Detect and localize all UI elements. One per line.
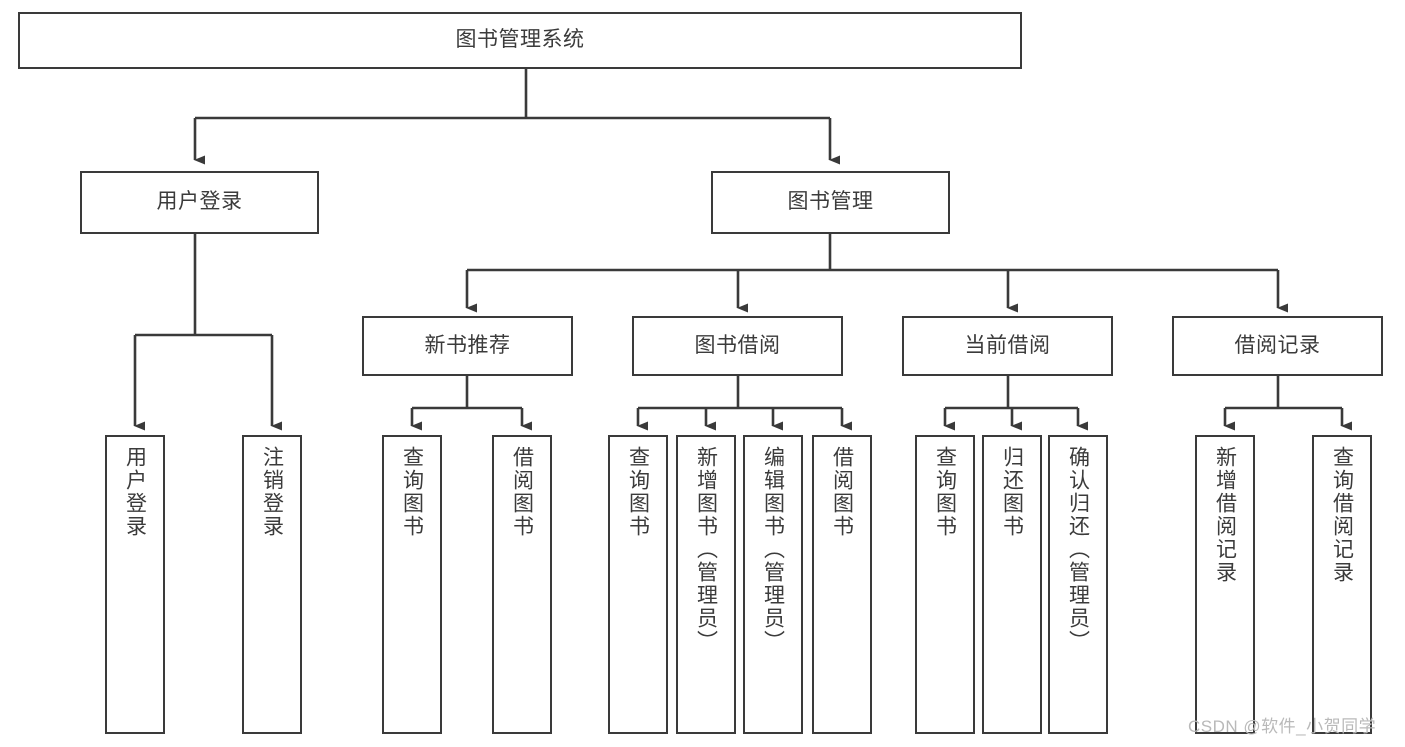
leaf-borrow-borrow-book[interactable]: 借阅图书 [812, 435, 872, 734]
leaf-current-confirm-return[interactable]: 确认归还（管理员） [1048, 435, 1108, 734]
leaf-borrow-query-label: 查询图书 [626, 446, 650, 538]
leaf-record-add[interactable]: 新增借阅记录 [1195, 435, 1255, 734]
leaf-user-login-login-label: 用户登录 [123, 446, 147, 538]
leaf-record-add-label: 新增借阅记录 [1213, 446, 1237, 584]
node-current-borrow[interactable]: 当前借阅 [902, 316, 1113, 376]
node-root-system[interactable]: 图书管理系统 [18, 12, 1022, 69]
leaf-record-query-label: 查询借阅记录 [1330, 446, 1354, 584]
leaf-record-query[interactable]: 查询借阅记录 [1312, 435, 1372, 734]
node-new-book-recommend-label: 新书推荐 [424, 333, 511, 357]
leaf-newbook-query-label: 查询图书 [400, 446, 424, 538]
node-root-system-label: 图书管理系统 [455, 28, 585, 52]
leaf-user-login-logout[interactable]: 注销登录 [242, 435, 302, 734]
leaf-current-query[interactable]: 查询图书 [915, 435, 975, 734]
node-borrow-record-label: 借阅记录 [1234, 333, 1321, 357]
leaf-newbook-borrow-label: 借阅图书 [510, 446, 534, 538]
leaf-current-confirm-return-label: 确认归还（管理员） [1066, 446, 1090, 653]
node-new-book-recommend[interactable]: 新书推荐 [362, 316, 573, 376]
node-book-management[interactable]: 图书管理 [711, 171, 950, 234]
leaf-borrow-borrow-book-label: 借阅图书 [830, 446, 854, 538]
leaf-current-return[interactable]: 归还图书 [982, 435, 1042, 734]
node-book-borrow[interactable]: 图书借阅 [632, 316, 843, 376]
leaf-borrow-add-book-label: 新增图书（管理员） [694, 446, 718, 653]
node-book-borrow-label: 图书借阅 [694, 333, 781, 357]
leaf-borrow-add-book[interactable]: 新增图书（管理员） [676, 435, 736, 734]
node-user-login-label: 用户登录 [156, 190, 243, 214]
leaf-borrow-edit-book-label: 编辑图书（管理员） [761, 446, 785, 653]
leaf-newbook-query[interactable]: 查询图书 [382, 435, 442, 734]
node-user-login[interactable]: 用户登录 [80, 171, 319, 234]
leaf-user-login-login[interactable]: 用户登录 [105, 435, 165, 734]
node-book-management-label: 图书管理 [787, 190, 874, 214]
leaf-borrow-edit-book[interactable]: 编辑图书（管理员） [743, 435, 803, 734]
watermark-text: CSDN @软件_小贺同学 [1188, 717, 1377, 736]
leaf-current-return-label: 归还图书 [1000, 446, 1024, 538]
leaf-current-query-label: 查询图书 [933, 446, 957, 538]
leaf-user-login-logout-label: 注销登录 [260, 446, 284, 538]
node-borrow-record[interactable]: 借阅记录 [1172, 316, 1383, 376]
leaf-newbook-borrow[interactable]: 借阅图书 [492, 435, 552, 734]
leaf-borrow-query[interactable]: 查询图书 [608, 435, 668, 734]
node-current-borrow-label: 当前借阅 [964, 333, 1051, 357]
